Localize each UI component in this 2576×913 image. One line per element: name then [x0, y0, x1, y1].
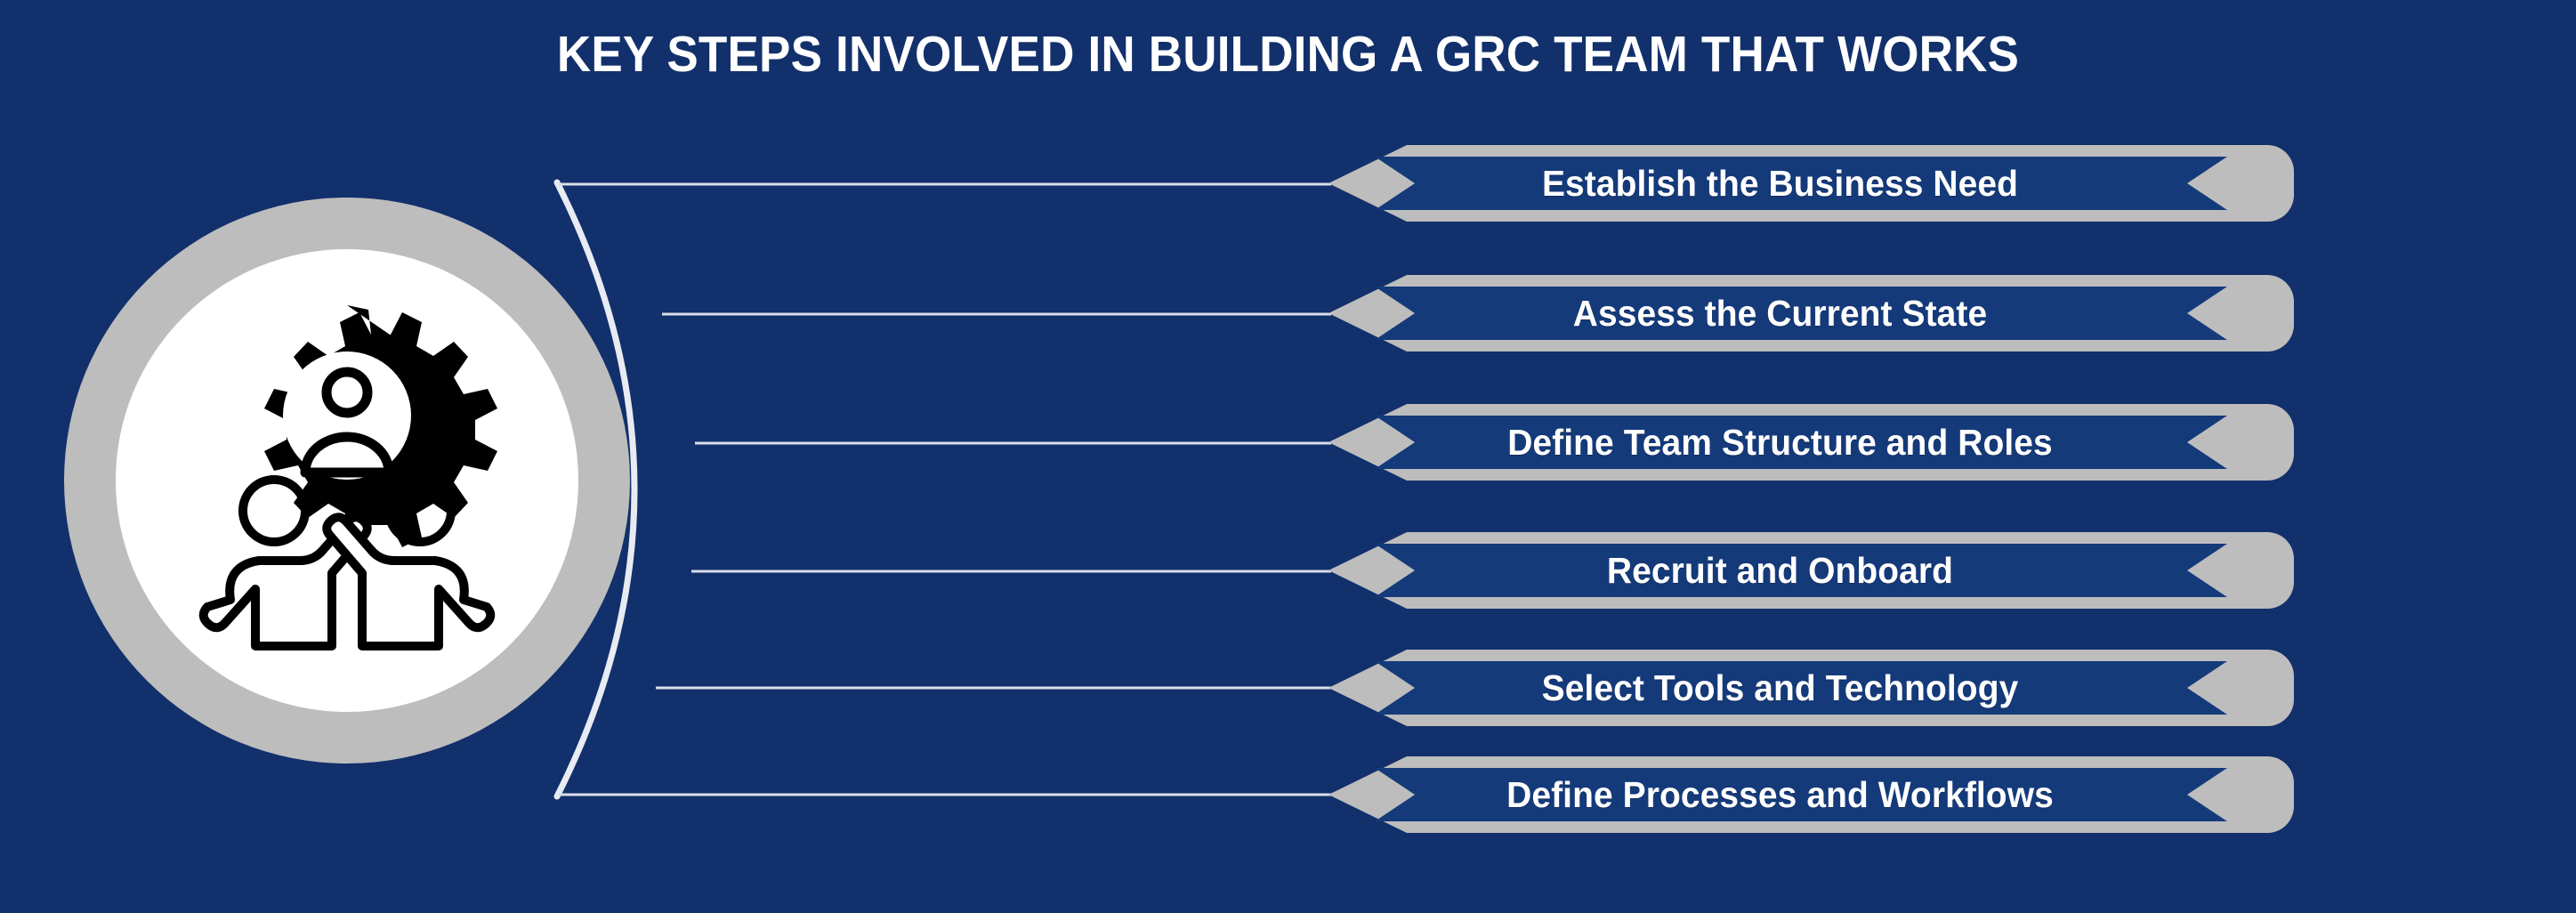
step-banner-4-label: Recruit and Onboard — [1606, 549, 1954, 591]
step-banner-3-shape — [1328, 404, 2294, 481]
step-banner-6-label: Define Processes and Workflows — [1506, 773, 2054, 815]
step-banner-2-label: Assess the Current State — [1572, 292, 1988, 334]
step-banner-1-shape — [1328, 145, 2294, 222]
step-banner-4[interactable]: Recruit and Onboard — [1328, 532, 2294, 609]
step-banner-3-label: Define Team Structure and Roles — [1507, 421, 2053, 463]
step-banner-5-label: Select Tools and Technology — [1541, 667, 2019, 708]
step-banner-1[interactable]: Establish the Business Need — [1328, 145, 2294, 222]
step-banner-6[interactable]: Define Processes and Workflows — [1328, 756, 2294, 833]
step-banner-4-shape — [1328, 532, 2294, 609]
emblem — [64, 198, 630, 764]
step-banner-6-shape — [1328, 756, 2294, 833]
step-banner-2[interactable]: Assess the Current State — [1328, 275, 2294, 351]
step-banner-2-shape — [1328, 275, 2294, 351]
step-banner-5[interactable]: Select Tools and Technology — [1328, 650, 2294, 726]
gear-with-person-and-team-icon — [198, 305, 497, 650]
step-banner-3[interactable]: Define Team Structure and Roles — [1328, 404, 2294, 481]
step-banner-5-shape — [1328, 650, 2294, 726]
step-banner-1-label: Establish the Business Need — [1541, 162, 2019, 204]
page-title: KEY STEPS INVOLVED IN BUILDING A GRC TEA… — [556, 26, 2020, 83]
